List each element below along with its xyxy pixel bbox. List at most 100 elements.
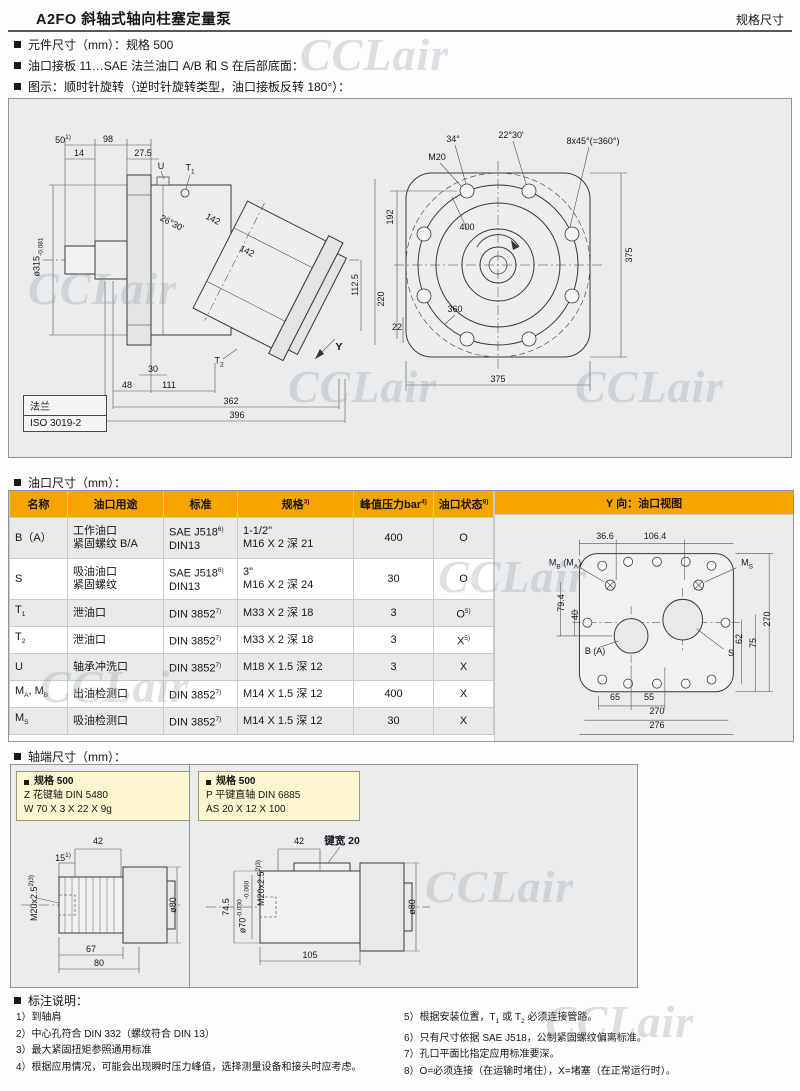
port-name: S	[9, 558, 68, 600]
shaft-size: 规格 500	[34, 776, 74, 787]
flange-standard: ISO 3019-2	[30, 418, 82, 429]
yview-svg	[556, 539, 774, 736]
shaft-spec-box: 规格 500 P 平键直轴 DIN 6885 AS 20 X 12 X 100	[198, 771, 360, 821]
bullet-icon	[14, 41, 21, 48]
shaft-spec: W 70 X 3 X 22 X 9g	[24, 804, 112, 815]
rear-view-dims	[390, 140, 627, 391]
port-pressure: 400	[353, 517, 434, 559]
shaft-spec: AS 20 X 12 X 100	[206, 804, 286, 815]
port-state: O5)	[433, 599, 494, 627]
bullet-icon	[14, 479, 21, 486]
bullet-text: 油口接板 11…SAE 法兰油口 A/B 和 S 在后部底面：	[28, 59, 304, 73]
port-state: O	[433, 558, 494, 600]
port-name: U	[9, 653, 68, 681]
port-name: T1	[9, 599, 68, 627]
port-name: MS	[9, 707, 68, 735]
ports-column-header: 油口用途	[67, 491, 164, 518]
ports-table: 名称油口用途标准规格3)峰值压力bar4)油口状态8) B（A）工作油口紧固螺纹…	[9, 491, 494, 741]
port-pressure: 3	[353, 599, 434, 627]
note-item: 6）只有尺寸依据 SAE J518，公制紧固螺纹偏离标准。	[404, 1032, 647, 1044]
port-usage: 吸油检测口	[67, 707, 164, 735]
port-spec: M33 X 2 深 18	[237, 599, 354, 627]
yview-header: Y 向：油口视图	[495, 491, 793, 516]
port-spec: M14 X 1.5 深 12	[237, 707, 354, 735]
port-name: T2	[9, 626, 68, 654]
notes-section-title: 标注说明：	[14, 992, 88, 1009]
port-spec: M18 X 1.5 深 12	[237, 653, 354, 681]
bullet-component-size: 元件尺寸（mm）：规格 500	[14, 36, 173, 53]
port-usage: 工作油口紧固螺纹 B/A	[67, 517, 164, 559]
bullet-icon	[14, 753, 21, 760]
flange-label: 法兰	[24, 396, 106, 416]
port-standard: DIN 38527)	[163, 680, 238, 708]
rear-view	[394, 161, 602, 369]
port-usage: 泄油口	[67, 599, 164, 627]
note-item: 3）最大紧固扭矩参照通用标准	[16, 1045, 152, 1056]
port-state: X	[433, 680, 494, 708]
port-spec: M33 X 2 深 18	[237, 626, 354, 654]
ports-column-header: 峰值压力bar4)	[353, 491, 434, 518]
port-spec: 3"M16 X 2 深 24	[237, 558, 354, 600]
note-item: 2）中心孔符合 DIN 332（螺纹符合 DIN 13）	[16, 1028, 215, 1040]
ports-column-header: 标准	[163, 491, 238, 518]
bullet-icon	[24, 779, 29, 785]
header-rule	[8, 30, 792, 32]
note-item: 4）根据应用情况，可能会出现瞬时压力峰值，选择测量设备和接头时应考虑。	[16, 1061, 362, 1073]
ports-section-title: 油口尺寸（mm）：	[14, 474, 126, 491]
shaft-panel-key: 规格 500 P 平键直轴 DIN 6885 AS 20 X 12 X 100	[189, 764, 638, 988]
table-filler-row	[9, 734, 494, 741]
port-usage: 泄油口	[67, 626, 164, 654]
port-standard: DIN 38527)	[163, 626, 238, 654]
port-spec: 1-1/2"M16 X 2 深 21	[237, 517, 354, 559]
key-shaft-svg	[206, 846, 430, 965]
port-pressure: 400	[353, 680, 434, 708]
port-usage: 吸油油口紧固螺纹	[67, 558, 164, 600]
ports-header-row: 名称油口用途标准规格3)峰值压力bar4)油口状态8)	[9, 491, 494, 518]
ports-column-header: 规格3)	[237, 491, 354, 518]
note-item: 5）根据安装位置，T1 或 T2 必须连接管路。	[404, 1012, 598, 1025]
shaft-type: Z 花键轴 DIN 5480	[24, 790, 108, 801]
port-pressure: 3	[353, 653, 434, 681]
bullet-icon	[14, 997, 21, 1004]
flange-standard-box: 法兰 ISO 3019-2	[23, 395, 107, 432]
bullet-port-plate: 油口接板 11…SAE 法兰油口 A/B 和 S 在后部底面：	[14, 57, 304, 74]
ports-column-header: 油口状态8)	[433, 491, 494, 518]
port-pressure: 3	[353, 626, 434, 654]
port-state: X	[433, 653, 494, 681]
port-standard: SAE J5186)DIN13	[163, 558, 238, 600]
port-standard: DIN 38527)	[163, 653, 238, 681]
port-state: X	[433, 707, 494, 735]
watermark-text: CCLair	[300, 29, 450, 80]
shaft-panel-spline: 规格 500 Z 花键轴 DIN 5480 W 70 X 3 X 22 X 9g	[10, 764, 192, 988]
side-view	[43, 174, 361, 362]
port-standard: DIN 38527)	[163, 707, 238, 735]
port-pressure: 30	[353, 707, 434, 735]
bullet-icon	[14, 62, 21, 69]
spline-shaft-svg	[21, 848, 181, 973]
yview-column: Y 向：油口视图	[494, 491, 793, 741]
notes-right-column: 5）根据安装位置，T1 或 T2 必须连接管路。 6）只有尺寸依据 SAE J51…	[404, 1010, 792, 1080]
port-state: O	[433, 517, 494, 559]
port-pressure: 30	[353, 558, 434, 600]
page-subtitle: 规格尺寸	[735, 13, 784, 27]
shaft-type: P 平键直轴 DIN 6885	[206, 790, 301, 801]
notes-left-column: 1）到轴肩 2）中心孔符合 DIN 332（螺纹符合 DIN 13） 3）最大紧固扭…	[16, 1010, 396, 1076]
port-spec: M14 X 1.5 深 12	[237, 680, 354, 708]
section-title-text: 油口尺寸（mm）：	[28, 476, 126, 490]
bullet-icon	[206, 779, 211, 785]
side-view-dims	[49, 139, 376, 423]
page-title: A2FO 斜轴式轴向柱塞定量泵	[36, 12, 232, 28]
port-standard: DIN 38527)	[163, 599, 238, 627]
note-item: 1）到轴肩	[16, 1012, 62, 1023]
shaft-spec-box: 规格 500 Z 花键轴 DIN 5480 W 70 X 3 X 22 X 9g	[16, 771, 190, 821]
shaft-section-title: 轴端尺寸（mm）：	[14, 748, 126, 765]
